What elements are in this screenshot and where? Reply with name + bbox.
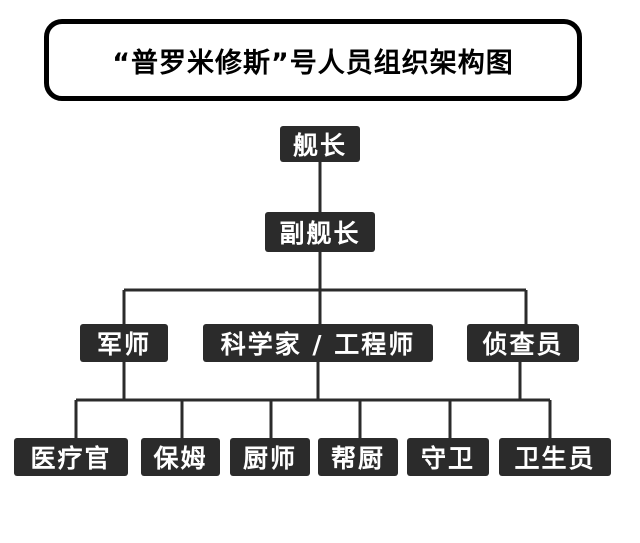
node-scientist: 科学家 / 工程师 (203, 324, 433, 362)
node-vice-captain: 副舰长 (265, 212, 375, 252)
diagram-title: “普罗米修斯”号人员组织架构图 (112, 47, 514, 79)
node-captain: 舰长 (280, 126, 360, 162)
node-guard: 守卫 (407, 438, 489, 476)
node-scout: 侦查员 (467, 324, 579, 362)
node-military: 军师 (80, 324, 168, 362)
node-medic: 医疗官 (14, 438, 128, 476)
node-nanny: 保姆 (141, 438, 220, 476)
node-chef: 厨师 (230, 438, 310, 476)
node-assistant-chef: 帮厨 (318, 438, 398, 476)
title-box: “普罗米修斯”号人员组织架构图 (44, 19, 582, 101)
node-hygienist: 卫生员 (499, 438, 611, 476)
